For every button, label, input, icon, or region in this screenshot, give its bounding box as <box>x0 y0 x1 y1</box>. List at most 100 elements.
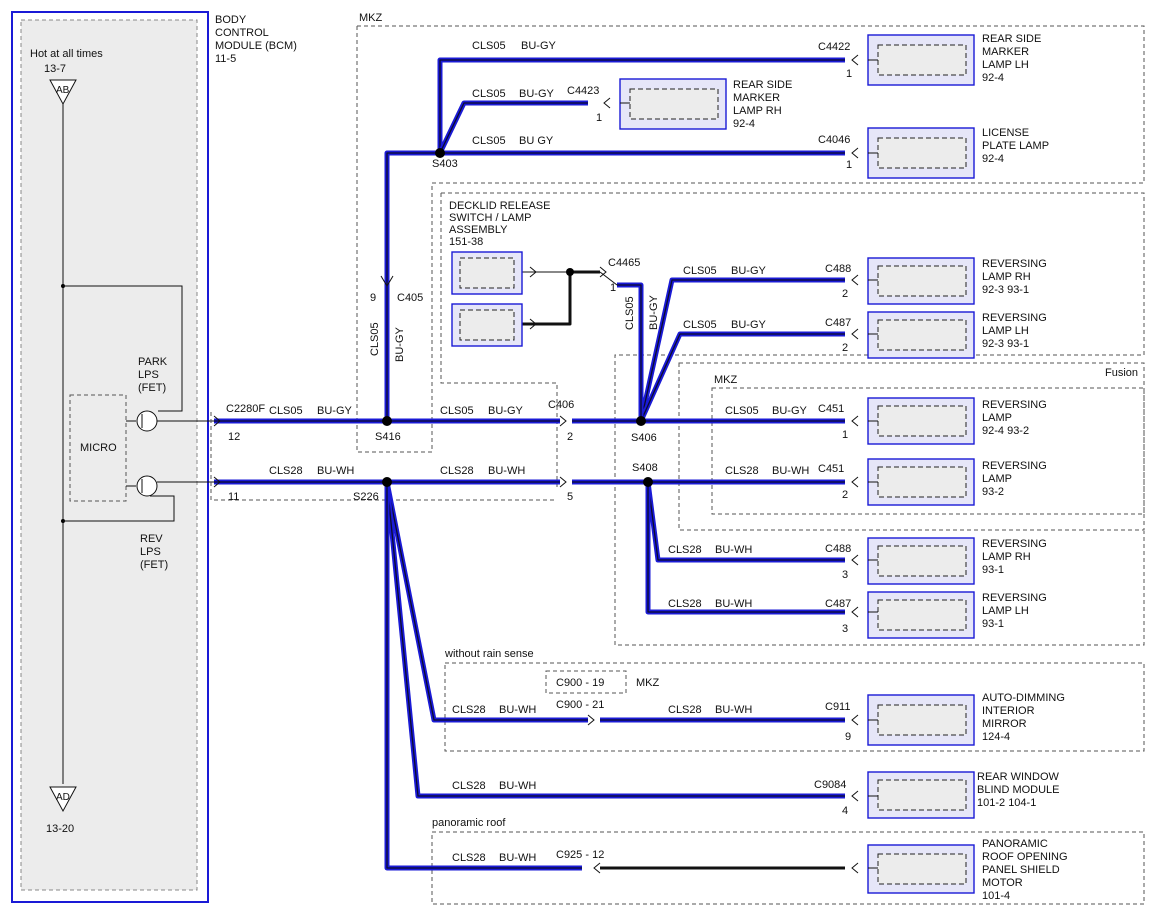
component-line-1: PANORAMIC <box>982 838 1048 850</box>
connector-arrow-icon <box>851 415 859 427</box>
c4465-label: C4465 <box>608 257 640 269</box>
decklid-left-region <box>440 193 558 490</box>
decklid-line-4: 151-38 <box>449 236 483 248</box>
component-line-3: LAMP RH <box>733 105 782 117</box>
connector-arrow-icon <box>851 790 859 802</box>
c900-arrow-icon <box>587 714 595 726</box>
component-line-4: MOTOR <box>982 877 1023 889</box>
component-line-2: BLIND MODULE <box>977 784 1060 796</box>
component-reversing-lamp-rh-fusion: C488 3 REVERSING LAMP RH 93-1 <box>825 537 1047 585</box>
decklid-line-2: SWITCH / LAMP <box>449 212 532 224</box>
bcm-module: BODY CONTROL MODULE (BCM) 11-5 Hot at al… <box>11 11 297 903</box>
splice-s226 <box>382 477 392 487</box>
component-line-2: PLATE LAMP <box>982 140 1049 152</box>
mkz-top-region <box>356 25 1145 453</box>
connector-label: C9084 <box>814 779 846 791</box>
component-reversing-lamp-lh: C487 2 REVERSING LAMP LH 92-3 93-1 <box>825 311 1047 359</box>
rev-line-1: REV <box>140 533 163 545</box>
connector-label: C4423 <box>567 85 599 97</box>
c925-wire <box>384 482 582 871</box>
component-panoramic-shield-motor: PANORAMIC ROOF OPENING PANEL SHIELD MOTO… <box>851 838 1068 902</box>
hot-label: Hot at all times <box>30 48 103 60</box>
component-line-2: MARKER <box>982 46 1029 58</box>
panoramic-label: panoramic roof <box>432 817 506 829</box>
component-line-1: REAR WINDOW <box>977 771 1060 783</box>
pin-label: 2 <box>842 342 848 354</box>
rev-feed-wire <box>63 495 175 522</box>
pin-label: 2 <box>842 288 848 300</box>
c488-3-wire-code: CLS28 <box>668 544 702 556</box>
rain-sense-region <box>444 662 1145 752</box>
connector-arrow-icon <box>851 328 859 340</box>
fusion-label: Fusion <box>1105 367 1138 379</box>
bcm-title-line-3: MODULE (BCM) <box>215 40 297 52</box>
c487-wire-code: CLS05 <box>683 319 717 331</box>
c900-mkz-region-label: MKZ <box>636 677 660 689</box>
park-line-1: PARK <box>138 356 168 368</box>
component-license-plate-lamp: C4046 1 LICENSE PLATE LAMP 92-4 <box>818 127 1049 179</box>
park-fet-icon <box>136 410 158 432</box>
component-line-3: 92-4 93-2 <box>982 425 1029 437</box>
component-line-2: LAMP <box>982 412 1012 424</box>
micro-box <box>69 394 127 502</box>
c2280f-pin-12-arrow-icon <box>213 415 221 427</box>
c4046-wire-code: CLS05 <box>472 135 506 147</box>
c406-pin-5-arrow-icon <box>559 476 567 488</box>
component-line-1: REVERSING <box>982 258 1047 270</box>
mkz-top-label: MKZ <box>359 12 383 24</box>
main-cls28-color-2: BU-WH <box>488 465 525 477</box>
c4465-arrow-icon <box>599 266 607 278</box>
component-line-3: 92-3 93-1 <box>982 338 1029 350</box>
connector-arrow-icon <box>851 862 859 874</box>
s416-riser-color: BU-GY <box>394 327 406 363</box>
s416-label: S416 <box>375 431 401 443</box>
c2280f-label: C2280F <box>226 403 265 415</box>
c911-wire-code-1: CLS28 <box>452 704 486 716</box>
c405-pin: 9 <box>370 292 376 304</box>
c406-pin-5: 5 <box>567 491 573 503</box>
c4422-wire-code: CLS05 <box>472 40 506 52</box>
component-line-3: 101-2 104-1 <box>977 797 1036 809</box>
main-cls05-color-2: BU-GY <box>488 405 524 417</box>
splice-s416 <box>382 416 392 426</box>
rain-sense-label: without rain sense <box>444 648 534 660</box>
decklid-line-1: DECKLID RELEASE <box>449 200 550 212</box>
c2280f-pin-11: 11 <box>228 491 239 503</box>
pin-label: 4 <box>842 805 848 817</box>
component-line-3: 93-2 <box>982 486 1004 498</box>
connector-arrow-icon <box>603 97 611 109</box>
component-line-1: REVERSING <box>982 538 1047 550</box>
component-rear-window-blind: C9084 4 REAR WINDOW BLIND MODULE 101-2 1… <box>814 771 1060 819</box>
component-line-5: 101-4 <box>982 890 1010 902</box>
decklid-lower-arrow-icon <box>529 318 537 330</box>
components: C4422 1 REAR SIDE MARKER LAMP LH 92-4 C4… <box>567 33 1068 902</box>
component-line-1: REVERSING <box>982 460 1047 472</box>
park-line-2: LPS <box>138 369 159 381</box>
connector-arrow-icon <box>851 606 859 618</box>
component-line-2: LAMP <box>982 473 1012 485</box>
c405-label: C405 <box>397 292 423 304</box>
c451-2-wire-code: CLS28 <box>725 465 759 477</box>
mkz-mid-label: MKZ <box>714 374 738 386</box>
bcm-title-line-1: BODY <box>215 14 247 26</box>
mkz-mid-region <box>711 387 1145 515</box>
bcm-title-line-2: CONTROL <box>215 27 269 39</box>
c4465-wire-code: CLS05 <box>624 296 636 330</box>
component-line-1: REVERSING <box>982 399 1047 411</box>
splice-s408 <box>643 477 653 487</box>
component-rear-side-marker-rh: C4423 1 REAR SIDE MARKER LAMP RH 92-4 <box>567 78 792 130</box>
c2280f-pin-11-arrow-icon <box>213 476 221 488</box>
c4422-wire-color: BU-GY <box>521 40 557 52</box>
splice-s406 <box>636 416 646 426</box>
rev-fet-icon <box>136 475 158 497</box>
decklid-region <box>441 192 1145 646</box>
region-boxes: MKZ Fusion MKZ without rain sense panora… <box>210 12 1145 905</box>
pin-label: 1 <box>842 429 848 441</box>
c900-mkz-label: C900 - 19 <box>556 677 604 689</box>
pin-label: 3 <box>842 569 848 581</box>
component-reversing-lamp-lh-fusion: C487 3 REVERSING LAMP LH 93-1 <box>825 591 1047 639</box>
c911-wire-color-2: BU-WH <box>715 704 752 716</box>
connector-arrow-icon <box>851 54 859 66</box>
park-line-3: (FET) <box>138 382 166 394</box>
component-line-1: LICENSE <box>982 127 1029 139</box>
